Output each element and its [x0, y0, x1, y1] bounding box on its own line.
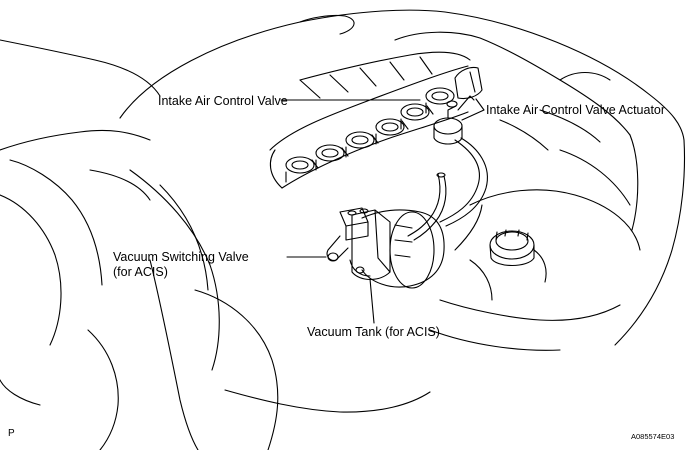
label-vacuum-switching-valve-sub: (for ACIS) [113, 265, 168, 279]
vacuum-tank-drawing [326, 207, 445, 289]
actuator-drawing [433, 95, 475, 145]
figure-code: A085574E03 [631, 432, 675, 441]
leader-vacuum-tank [369, 278, 375, 324]
label-vacuum-switching-valve: Vacuum Switching Valve [113, 250, 249, 264]
intake-manifold-drawing [269, 51, 483, 189]
leader-lines [280, 98, 485, 324]
leader-actuator [461, 98, 485, 121]
engine-right-lines [429, 109, 631, 351]
label-intake-air-control-valve-actuator: Intake Air Control Valve Actuator [486, 103, 666, 117]
engine-cover-outline [119, 9, 686, 346]
label-vacuum-tank: Vacuum Tank (for ACIS) [307, 325, 440, 339]
label-intake-air-control-valve: Intake Air Control Valve [158, 94, 288, 108]
fender-panel-lines [0, 39, 431, 450]
corner-mark: P [8, 428, 15, 439]
oil-filler-cap-drawing [489, 229, 547, 283]
